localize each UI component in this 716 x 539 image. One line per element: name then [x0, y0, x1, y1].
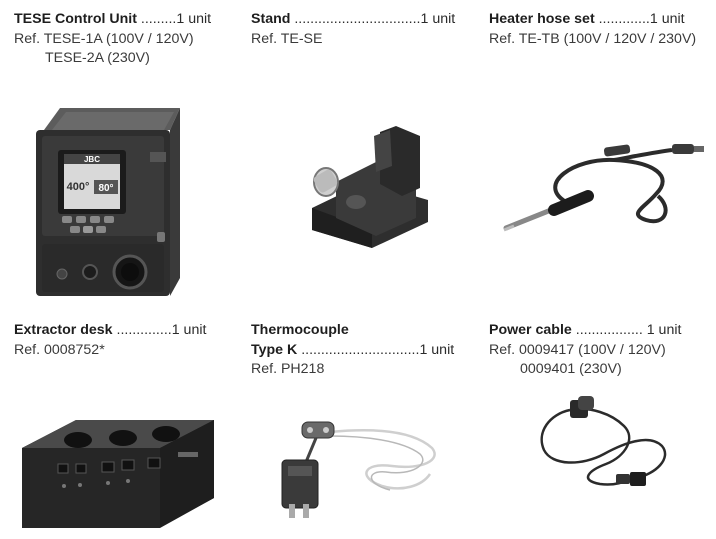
item-quantity: 1 unit: [646, 322, 682, 338]
item-heading: Heater hose set .............1 unit: [489, 10, 716, 30]
item-quantity: 1 unit: [176, 11, 212, 27]
item-heading: TESE Control Unit .........1 unit: [14, 10, 244, 30]
leader-dots: ..............................: [297, 341, 420, 358]
item-heading: Stand ................................1 …: [251, 10, 481, 30]
item-name-line1: Thermocouple: [251, 322, 349, 338]
thermocouple-photo: [262, 408, 442, 523]
item-heading: Power cable ................. 1 unit: [489, 321, 716, 341]
item-extractor-desk: Extractor desk ..............1 unit Ref.…: [14, 321, 244, 360]
item-ref: 0009401 (230V): [520, 361, 622, 377]
item-name: Heater hose set: [489, 11, 595, 27]
screen-flow-value: 80°: [98, 183, 113, 194]
item-name: Power cable: [489, 322, 572, 338]
item-heading: Type K ..............................1 u…: [251, 341, 481, 361]
heater-hose-photo: [496, 136, 711, 251]
leader-dots: .........: [136, 11, 177, 27]
item-ref: Ref. TE-TB (100V / 120V / 230V): [489, 30, 697, 47]
item-ref: TESE-2A (230V): [45, 50, 150, 66]
power-cable-photo: [530, 392, 675, 497]
leader-dots: .............: [594, 11, 650, 27]
extractor-desk-photo: [18, 410, 218, 535]
stand-photo: [296, 122, 436, 252]
item-name: Stand: [251, 11, 291, 27]
control-unit-photo: JBC 400° 80°: [32, 100, 182, 300]
item-ref: Ref. TESE-1A (100V / 120V): [14, 30, 194, 47]
item-tese-control-unit: TESE Control Unit .........1 unit Ref. T…: [14, 10, 244, 69]
item-ref: Ref. 0009417 (100V / 120V): [489, 341, 666, 358]
item-ref: Ref. 0008752*: [14, 341, 105, 358]
item-stand: Stand ................................1 …: [251, 10, 481, 49]
item-thermocouple: Thermocouple Type K ....................…: [251, 321, 481, 380]
item-quantity: 1 unit: [419, 341, 455, 358]
leader-dots: ................................: [290, 11, 421, 27]
item-quantity: 1 unit: [420, 11, 456, 27]
item-quantity: 1 unit: [649, 11, 685, 27]
item-name: Extractor desk: [14, 322, 113, 338]
item-heading: Extractor desk ..............1 unit: [14, 321, 244, 341]
item-heater-hose-set: Heater hose set .............1 unit Ref.…: [489, 10, 716, 49]
item-ref: Ref. TE-SE: [251, 30, 323, 47]
item-ref: Ref. PH218: [251, 361, 325, 377]
item-name: TESE Control Unit: [14, 11, 137, 27]
item-quantity: 1 unit: [171, 322, 207, 338]
screen-temp-value: 400°: [67, 181, 90, 193]
item-heading-line1: Thermocouple: [251, 321, 481, 341]
item-name: Type K: [251, 341, 298, 358]
leader-dots: ..............: [112, 322, 172, 338]
item-power-cable: Power cable ................. 1 unit Ref…: [489, 321, 716, 380]
screen-brand-label: JBC: [84, 155, 100, 164]
leader-dots: .................: [571, 322, 647, 338]
